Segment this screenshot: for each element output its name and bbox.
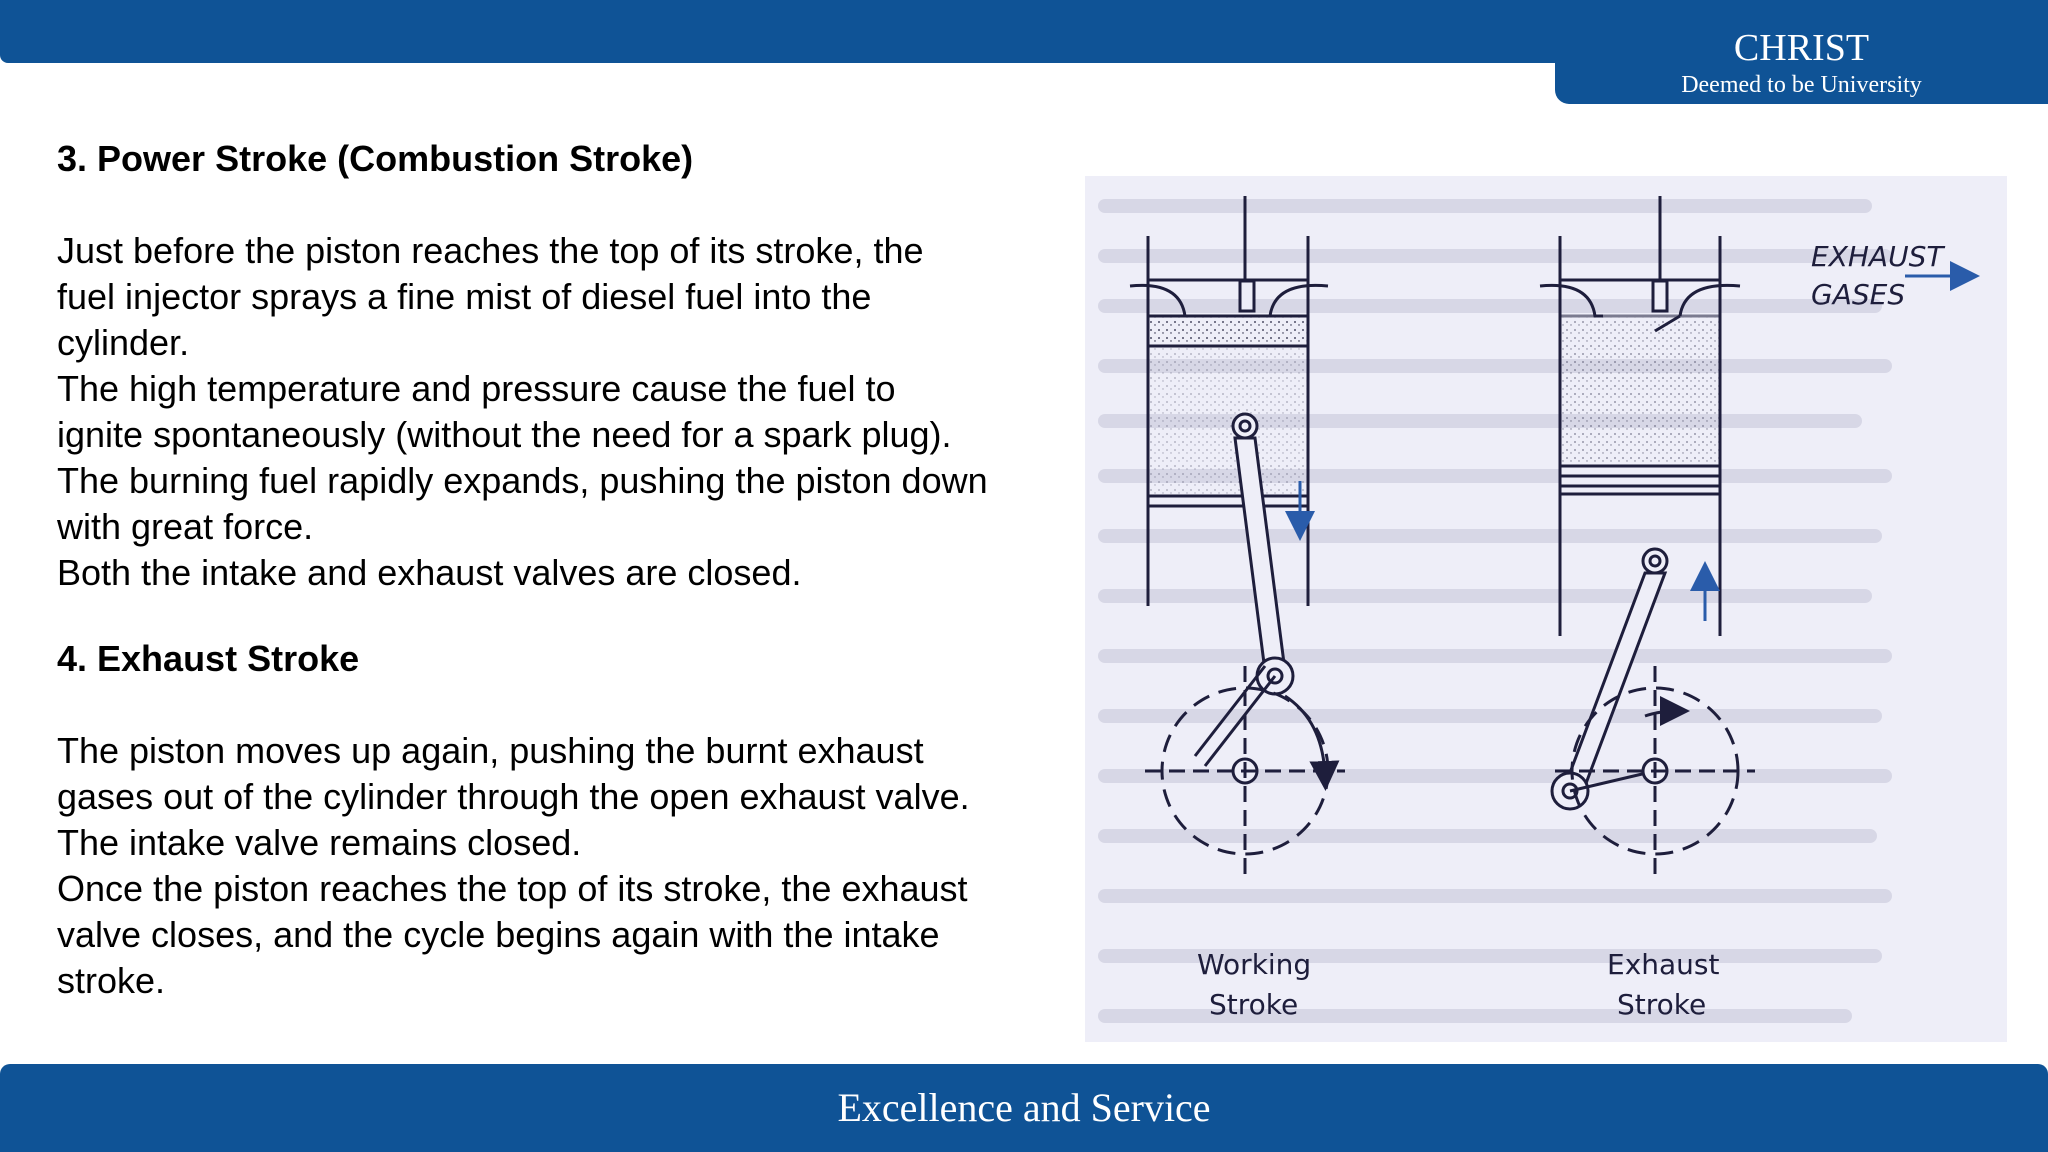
text-line: valve closes, and the cycle begins again… — [57, 914, 940, 955]
text-line: ignite spontaneously (without the need f… — [57, 414, 952, 455]
exhaust-stroke-caption-line1: Exhaust — [1607, 948, 1720, 981]
text-line: with great force. — [57, 506, 314, 547]
text-line: Just before the piston reaches the top o… — [57, 230, 924, 271]
section-heading-exhaust-stroke: 4. Exhaust Stroke — [57, 638, 360, 679]
text-line: gases out of the cylinder through the op… — [57, 776, 970, 817]
text-line: The burning fuel rapidly expands, pushin… — [57, 460, 988, 501]
footer-bar: Excellence and Service — [0, 1064, 2048, 1152]
text-line: Both the intake and exhaust valves are c… — [57, 552, 802, 593]
university-logo: CHRIST Deemed to be University — [1555, 0, 2048, 104]
text-line: fuel injector sprays a fine mist of dies… — [57, 276, 872, 317]
exhaust-gases-label-line2: GASES — [1811, 278, 1905, 311]
text-line: Once the piston reaches the top of its s… — [57, 868, 968, 909]
exhaust-stroke-caption-line2: Stroke — [1617, 988, 1706, 1021]
text-line: cylinder. — [57, 322, 190, 363]
slide-content: 3. Power Stroke (Combustion Stroke) Just… — [57, 136, 1067, 1004]
working-stroke-caption-line1: Working — [1197, 948, 1311, 981]
text-line: The piston moves up again, pushing the b… — [57, 730, 924, 771]
section-heading-power-stroke: 3. Power Stroke (Combustion Stroke) — [57, 138, 694, 179]
working-stroke-caption-line2: Stroke — [1209, 988, 1298, 1021]
engine-stroke-diagram: EXHAUST GASES Working Stroke Exhaust Str… — [1085, 176, 2007, 1042]
exhaust-stroke-engine — [1539, 196, 1755, 876]
logo-subtitle: Deemed to be University — [1681, 72, 1922, 98]
exhaust-gases-label-line1: EXHAUST — [1811, 240, 1945, 273]
logo-name: CHRIST — [1733, 27, 1870, 69]
text-line: The high temperature and pressure cause … — [57, 368, 896, 409]
background-text-texture — [1098, 199, 1892, 1023]
engine-diagram-svg: EXHAUST GASES Working Stroke Exhaust Str… — [1098, 196, 1980, 1023]
text-line: stroke. — [57, 960, 166, 1001]
text-line: The intake valve remains closed. — [57, 822, 582, 863]
working-stroke-engine — [1129, 196, 1345, 876]
footer-tagline: Excellence and Service — [837, 1085, 1211, 1130]
